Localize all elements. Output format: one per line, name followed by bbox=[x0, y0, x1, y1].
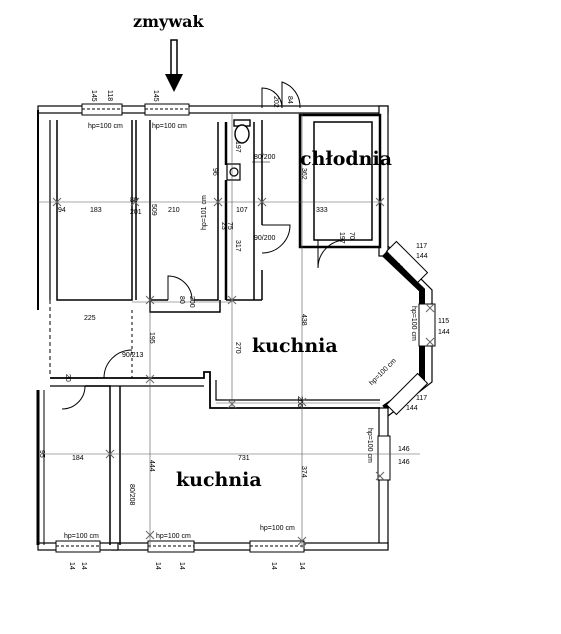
dim-label: 14 bbox=[80, 562, 87, 570]
dim-label: 444 bbox=[148, 460, 155, 472]
dim-label: 107 bbox=[236, 207, 248, 214]
dim-label: 225 bbox=[84, 315, 96, 322]
dim-label: 144 bbox=[438, 329, 450, 336]
dim-label: 210 bbox=[168, 207, 180, 214]
dim-label: 14 bbox=[178, 562, 185, 570]
dim-label: 270 bbox=[234, 342, 241, 354]
dimension-ticks bbox=[52, 197, 435, 546]
dim-label: 117 bbox=[416, 243, 427, 250]
window-bay-mid bbox=[418, 303, 436, 347]
dim-label: hp=100 cm bbox=[368, 357, 398, 387]
dim-label: 438 bbox=[300, 314, 307, 326]
dim-label: 362 bbox=[300, 168, 307, 180]
door-label-text: 90/213 bbox=[122, 352, 144, 359]
door-label-90-200: 90/200 bbox=[254, 235, 276, 242]
dim-label: 317 bbox=[234, 240, 241, 252]
door-chlodnia bbox=[317, 239, 347, 269]
dim-label: 509 bbox=[150, 204, 157, 216]
dim-label: hp=100 cm bbox=[410, 306, 417, 341]
dim-label: 118 bbox=[106, 90, 113, 101]
dim-label: hp=100 cm bbox=[156, 533, 191, 540]
door-label-80-208: 80/208 bbox=[128, 484, 135, 506]
dim-label: hp=100 cm bbox=[64, 533, 99, 540]
dim-label: 70 bbox=[348, 232, 355, 240]
dim-label: 145 bbox=[152, 90, 159, 102]
dim-label: 23 bbox=[220, 222, 227, 230]
dim-label: 14 bbox=[68, 562, 75, 570]
dim-label: 20 bbox=[64, 374, 71, 382]
title-zmywak: zmywak bbox=[133, 12, 204, 31]
windows bbox=[55, 103, 436, 553]
dim-label: 374 bbox=[300, 466, 307, 478]
dim-label: 94 bbox=[58, 207, 66, 214]
doors bbox=[61, 81, 347, 410]
door-label-text: 80/200 bbox=[254, 154, 276, 161]
dim-label: hp=100 cm bbox=[366, 428, 373, 463]
door-label-90-213: 90/213 bbox=[122, 352, 144, 359]
door-label-text: 90/200 bbox=[254, 235, 276, 242]
dim-label: 184 bbox=[72, 455, 84, 462]
dim-label: 202 bbox=[272, 96, 279, 108]
dim-label: hp=100 cm bbox=[260, 525, 295, 532]
door-label-80-200: 80/200 bbox=[252, 154, 276, 163]
dimension-lines bbox=[38, 114, 420, 548]
dim-label: 205 bbox=[296, 396, 303, 408]
dim-label: 200 bbox=[188, 296, 195, 308]
dim-label: 14 bbox=[270, 562, 277, 570]
dim-label: 145 bbox=[90, 90, 97, 102]
dim-label: hp=100 cm bbox=[88, 123, 123, 130]
door-lower-left bbox=[61, 385, 86, 410]
door-room bbox=[167, 275, 193, 301]
dim-label: 115 bbox=[438, 318, 449, 325]
dim-label: 75 bbox=[226, 222, 233, 230]
dim-label: 146 bbox=[398, 459, 410, 466]
dim-label: 144 bbox=[416, 253, 428, 260]
window-right bbox=[377, 435, 391, 481]
dim-label: 117 bbox=[416, 395, 427, 402]
dim-label: 195 bbox=[148, 332, 155, 344]
dim-label: 144 bbox=[406, 405, 418, 412]
dim-label: 146 bbox=[398, 446, 410, 453]
room-label-kuchnia-lower: kuchnia bbox=[176, 469, 262, 491]
sink-icon bbox=[226, 163, 241, 181]
arrow-down-icon bbox=[165, 39, 183, 92]
dim-label: 197 bbox=[234, 141, 241, 153]
dim-label: 84 bbox=[286, 96, 293, 104]
dim-label: 80 bbox=[130, 197, 138, 204]
dim-label: 731 bbox=[238, 455, 250, 462]
dim-label: 14 bbox=[298, 562, 305, 570]
dim-label: hp=101 cm bbox=[201, 195, 208, 230]
dim-label: 80 bbox=[178, 296, 185, 304]
dim-label: 333 bbox=[316, 207, 328, 214]
dim-label: 95 bbox=[38, 450, 45, 458]
dim-label: 197 bbox=[338, 232, 345, 244]
toilet-icon bbox=[233, 119, 251, 144]
window-bay-bottom bbox=[385, 372, 429, 416]
window-bay-top bbox=[385, 240, 429, 284]
door-label-text: 80/208 bbox=[128, 484, 135, 506]
dim-label: 183 bbox=[90, 207, 102, 214]
room-label-chlodnia: chłodnia bbox=[300, 148, 392, 170]
dim-label: 14 bbox=[154, 562, 161, 570]
dim-label: hp=100 cm bbox=[152, 123, 187, 130]
dim-label: 201 bbox=[130, 209, 142, 216]
door-corridor bbox=[261, 224, 291, 254]
dim-label: 96 bbox=[211, 168, 218, 176]
room-label-kuchnia-upper: kuchnia bbox=[252, 335, 338, 357]
door-kuchnia bbox=[103, 349, 133, 379]
